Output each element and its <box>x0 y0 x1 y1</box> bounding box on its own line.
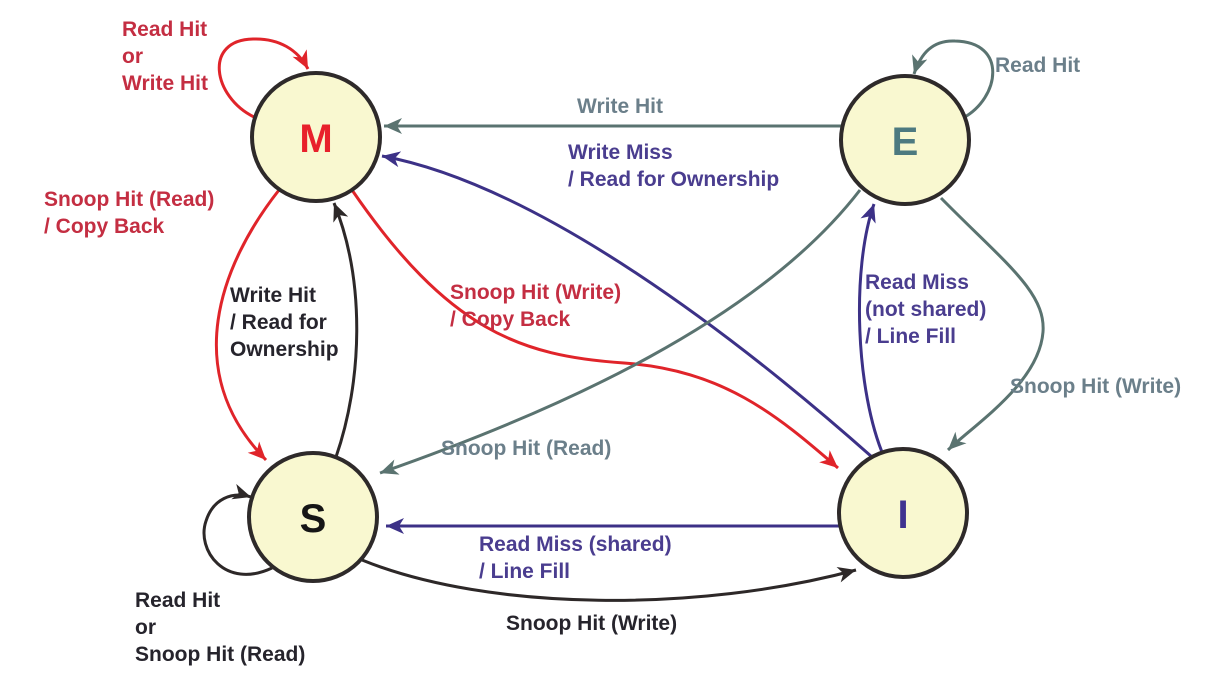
label-e-to-m: Write Hit <box>577 93 663 120</box>
label-i-to-e: Read Miss (not shared) / Line Fill <box>865 269 986 350</box>
label-line: / Copy Back <box>44 215 165 238</box>
state-node-m: M <box>250 71 382 203</box>
label-line: Snoop Hit (Write) <box>506 612 678 635</box>
label-line: Snoop Hit (Write) <box>1010 375 1182 398</box>
state-circle-e <box>839 74 971 206</box>
transition-arrow-s-to-i <box>361 558 857 602</box>
label-line: Write Miss <box>568 141 673 164</box>
label-line: / Copy Back <box>450 308 571 331</box>
state-circle-i <box>837 447 969 579</box>
transition-arrow-s-to-m <box>332 202 359 458</box>
label-m-to-i: Snoop Hit (Write) / Copy Back <box>450 279 621 333</box>
label-s-self-loop: Read Hit or Snoop Hit (Read) <box>135 587 305 668</box>
transition-arrow-m-self-loop <box>217 37 310 119</box>
label-line: / Read for Ownership <box>568 168 780 191</box>
transition-arrow-e-to-s <box>379 189 862 475</box>
label-line: Read Hit <box>995 54 1081 77</box>
label-line: Write Hit <box>577 95 663 118</box>
label-line: Snoop Hit (Read) <box>44 188 215 211</box>
state-letter-m: M <box>299 117 332 161</box>
state-node-s: S <box>247 451 379 583</box>
label-line: / Line Fill <box>479 560 571 583</box>
label-m-self-loop: Read Hit or Write Hit <box>122 16 208 97</box>
state-letter-i: I <box>897 493 908 537</box>
label-e-to-s: Snoop Hit (Read) <box>441 435 611 462</box>
label-i-to-s: Read Miss (shared) / Line Fill <box>479 531 672 585</box>
label-line: (not shared) <box>865 298 987 321</box>
label-line: Write Hit <box>122 72 208 95</box>
label-m-to-s: Snoop Hit (Read) / Copy Back <box>44 186 214 240</box>
label-line: Write Hit <box>230 284 316 307</box>
label-line: Ownership <box>230 338 339 361</box>
transition-arrow-e-to-i <box>939 196 1045 452</box>
label-line: Read Hit <box>122 18 208 41</box>
label-line: Snoop Hit (Write) <box>450 281 622 304</box>
transition-arrow-i-to-m <box>381 151 873 459</box>
label-line: or <box>135 616 156 639</box>
state-circle-m <box>250 71 382 203</box>
transition-arrow-i-to-e <box>857 203 886 458</box>
state-letter-s: S <box>300 497 327 541</box>
state-letter-e: E <box>892 120 919 164</box>
label-line: or <box>122 45 143 68</box>
state-circle-s <box>247 451 379 583</box>
label-line: Snoop Hit (Read) <box>135 643 306 666</box>
label-s-to-i: Snoop Hit (Write) <box>506 610 677 637</box>
transition-arrow-m-to-i <box>350 189 839 470</box>
transition-arrow-s-self-loop <box>202 483 273 576</box>
label-e-to-i: Snoop Hit (Write) <box>1010 373 1181 400</box>
label-line: Read Miss <box>865 271 969 294</box>
label-s-to-m: Write Hit / Read for Ownership <box>230 282 339 363</box>
label-line: Snoop Hit (Read) <box>441 437 612 460</box>
label-line: / Read for <box>230 311 327 334</box>
state-node-e: E <box>839 74 971 206</box>
label-line: Read Miss (shared) <box>479 533 672 556</box>
label-line: / Line Fill <box>865 325 957 348</box>
transition-arrow-e-self-loop <box>912 39 995 120</box>
label-e-self-loop: Read Hit <box>995 52 1080 79</box>
label-i-to-m: Write Miss / Read for Ownership <box>568 139 779 193</box>
state-node-i: I <box>837 447 969 579</box>
transition-arrow-m-to-s <box>214 189 281 462</box>
label-line: Read Hit <box>135 589 221 612</box>
